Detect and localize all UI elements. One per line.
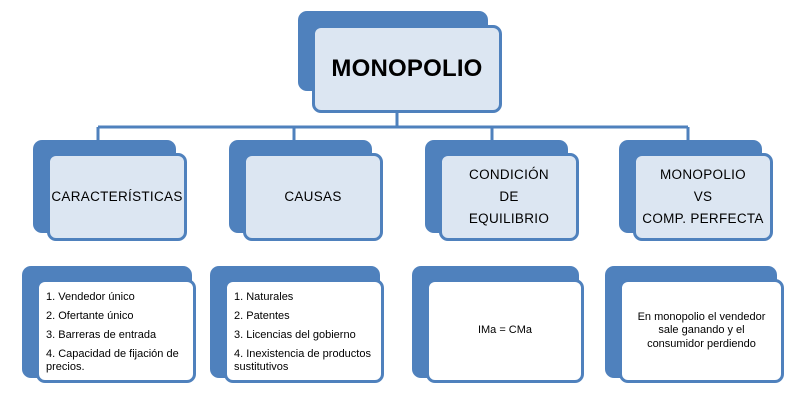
list-item: 1. Vendedor único [46, 291, 135, 303]
diagram-title: MONOPOLIO [331, 55, 483, 82]
header-comparacion-line-3: COMP. PERFECTA [642, 211, 764, 226]
title-box: MONOPOLIO [312, 25, 502, 113]
list-item: 4. Inexistencia de productos sustitutivo… [234, 348, 371, 373]
list-item: 2. Patentes [234, 310, 290, 322]
header-comparacion-line-2: VS [693, 189, 713, 204]
header-causas-label: CAUSAS [284, 189, 342, 204]
content-causas: 1. Naturales 2. Patentes 3. Licencias de… [224, 279, 384, 383]
header-condicion-line-3: EQUILIBRIO [468, 211, 550, 226]
header-comparacion: MONOPOLIO VS COMP. PERFECTA [633, 153, 773, 241]
list-item: 4. Capacidad de fijación de precios. [46, 348, 179, 373]
header-causas: CAUSAS [243, 153, 383, 241]
header-condicion-line-1: CONDICIÓN [469, 167, 549, 182]
header-caracteristicas: CARACTERÍSTICAS [47, 153, 187, 241]
caracteristicas-list: 1. Vendedor único 2. Ofertante único 3. … [46, 288, 193, 374]
causas-list: 1. Naturales 2. Patentes 3. Licencias de… [234, 288, 381, 374]
list-item: 2. Ofertante único [46, 310, 134, 322]
header-condicion: CONDICIÓN DE EQUILIBRIO [439, 153, 579, 241]
equilibrio-text: IMa = CMa [477, 324, 533, 337]
list-item: 3. Licencias del gobierno [234, 329, 356, 341]
content-comparacion: En monopolio el vendedor sale ganando y … [619, 279, 784, 383]
header-comparacion-line-1: MONOPOLIO [660, 167, 746, 182]
comparacion-text: En monopolio el vendedor sale ganando y … [637, 310, 766, 350]
list-item: 1. Naturales [234, 291, 294, 303]
list-item: 3. Barreras de entrada [46, 329, 157, 341]
header-condicion-line-2: DE [499, 189, 519, 204]
header-caracteristicas-label: CARACTERÍSTICAS [51, 189, 183, 204]
content-condicion: IMa = CMa [426, 279, 584, 383]
content-caracteristicas: 1. Vendedor único 2. Ofertante único 3. … [36, 279, 196, 383]
